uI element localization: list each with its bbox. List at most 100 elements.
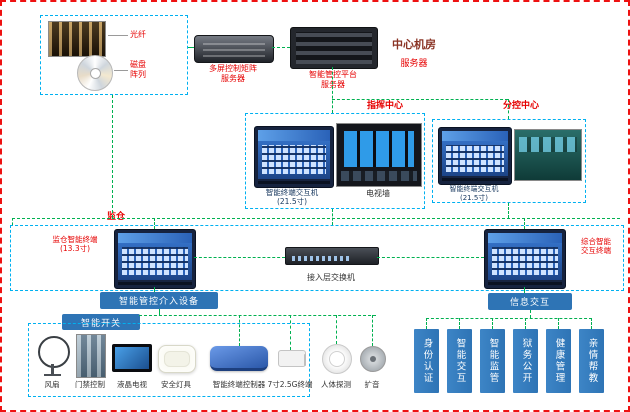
connector	[239, 315, 240, 346]
terminal-app-tiles	[262, 144, 326, 175]
tv-label: 液晶电视	[117, 380, 147, 389]
connector	[188, 47, 194, 48]
connector	[112, 95, 113, 218]
fan-device	[38, 336, 70, 368]
platform-server-label: 智能管控平台 服务器	[309, 70, 357, 89]
cell-terminal-left-device	[114, 229, 196, 289]
connector	[154, 287, 155, 292]
service-bar-family: 亲情帮教	[579, 329, 604, 393]
matrix-server-device	[194, 35, 274, 63]
connector	[530, 310, 531, 318]
connector	[426, 318, 427, 329]
fiber-label: 光纤	[130, 30, 146, 39]
server-room-photo	[48, 21, 106, 57]
leader-line	[108, 35, 128, 36]
dongle-label: 7寸2.5G终端	[267, 380, 313, 389]
connector	[154, 218, 155, 229]
terminal-base	[442, 178, 508, 181]
connector	[591, 318, 592, 329]
connector	[12, 218, 13, 225]
door-access-photo	[76, 334, 106, 378]
body-sensor-device	[322, 344, 352, 374]
connector	[558, 318, 559, 329]
disk-photo	[72, 53, 118, 91]
terminal-screen	[442, 131, 508, 176]
terminal-app-tiles	[445, 144, 505, 172]
terminal-screen-header	[258, 130, 330, 141]
connector	[272, 47, 290, 48]
dongle-cable	[304, 354, 306, 366]
service-bar-interaction: 智能交互	[447, 329, 472, 393]
connector	[492, 318, 493, 329]
connector	[525, 318, 526, 329]
leader-line	[114, 70, 128, 71]
service-bar-health: 健康管理	[546, 329, 571, 393]
center-room-title: 中心机房	[392, 38, 436, 51]
body-sensor-label: 人体探测	[321, 380, 351, 389]
connector	[139, 315, 376, 316]
door-access-label: 门禁控制	[75, 380, 105, 389]
terminal-screen-header	[118, 233, 192, 244]
connector	[290, 315, 291, 350]
terminal-app-tiles	[492, 247, 558, 276]
connector-backbone	[12, 218, 620, 219]
speaker-device	[360, 346, 386, 372]
access-device-tag: 智能管控介入设备	[100, 292, 218, 309]
smart-switch-box	[28, 323, 310, 397]
speaker-label: 扩音	[364, 380, 380, 389]
connector	[426, 318, 592, 319]
terminal-screen	[118, 233, 192, 280]
terminal-screen-header	[488, 233, 562, 244]
fan-base	[44, 374, 61, 376]
service-bar-supervision: 智能监管	[480, 329, 505, 393]
command-center-box	[245, 113, 425, 209]
terminal-base	[118, 282, 192, 285]
disk-label: 磁盘 阵列	[130, 60, 146, 79]
tv-wall-photo	[336, 123, 422, 187]
storage-box	[40, 15, 188, 95]
connector	[459, 318, 460, 329]
connector	[336, 315, 337, 344]
platform-server-device	[290, 27, 378, 69]
sub-terminal-label: 智能终端交互机 (21.5寸)	[449, 185, 499, 202]
cell-terminal-left-label: 监仓智能终端 (13.3寸)	[52, 235, 98, 254]
server-tag: 服务器	[400, 59, 428, 69]
command-terminal-label: 智能终端交互机 (21.5寸)	[265, 188, 319, 207]
connector	[524, 218, 525, 229]
connector	[508, 203, 509, 218]
cell-terminal-right-label: 综合智能 交互终端	[581, 237, 611, 256]
cell-title: 监仓	[106, 212, 125, 222]
terminal-screen	[258, 130, 330, 179]
tv-wall-label: 电视墙	[366, 189, 390, 198]
access-switch-device	[285, 247, 379, 265]
sub-center-box	[432, 119, 586, 203]
connector	[332, 99, 508, 100]
connector	[159, 309, 160, 315]
connector	[332, 209, 333, 225]
light-device	[158, 345, 196, 373]
matrix-server-label: 多屏控制矩阵 服务器	[209, 64, 257, 83]
disk-icon	[77, 55, 113, 91]
pad-controller-device	[210, 346, 268, 371]
sub-terminal-device	[438, 127, 512, 185]
fan-label: 风扇	[44, 380, 60, 389]
cell-terminal-right-device	[484, 229, 566, 289]
pad-controller-label: 智能终端控制器	[212, 380, 266, 389]
terminal-base	[258, 181, 330, 184]
terminal-screen	[488, 233, 562, 280]
tv-device	[112, 344, 152, 372]
sub-center-title: 分控中心	[502, 101, 539, 111]
connector	[524, 287, 525, 293]
connector	[372, 315, 373, 346]
terminal-app-tiles	[122, 247, 188, 276]
access-switch-label: 接入层交换机	[307, 273, 355, 282]
command-center-title: 指挥中心	[366, 101, 403, 111]
connector	[377, 257, 484, 258]
info-exchange-tag: 信息交互	[488, 293, 572, 310]
dongle-device	[278, 350, 306, 367]
service-bar-public: 狱务公开	[513, 329, 538, 393]
fan-stand	[51, 364, 54, 374]
connector	[332, 67, 333, 113]
cell-box	[10, 225, 624, 291]
